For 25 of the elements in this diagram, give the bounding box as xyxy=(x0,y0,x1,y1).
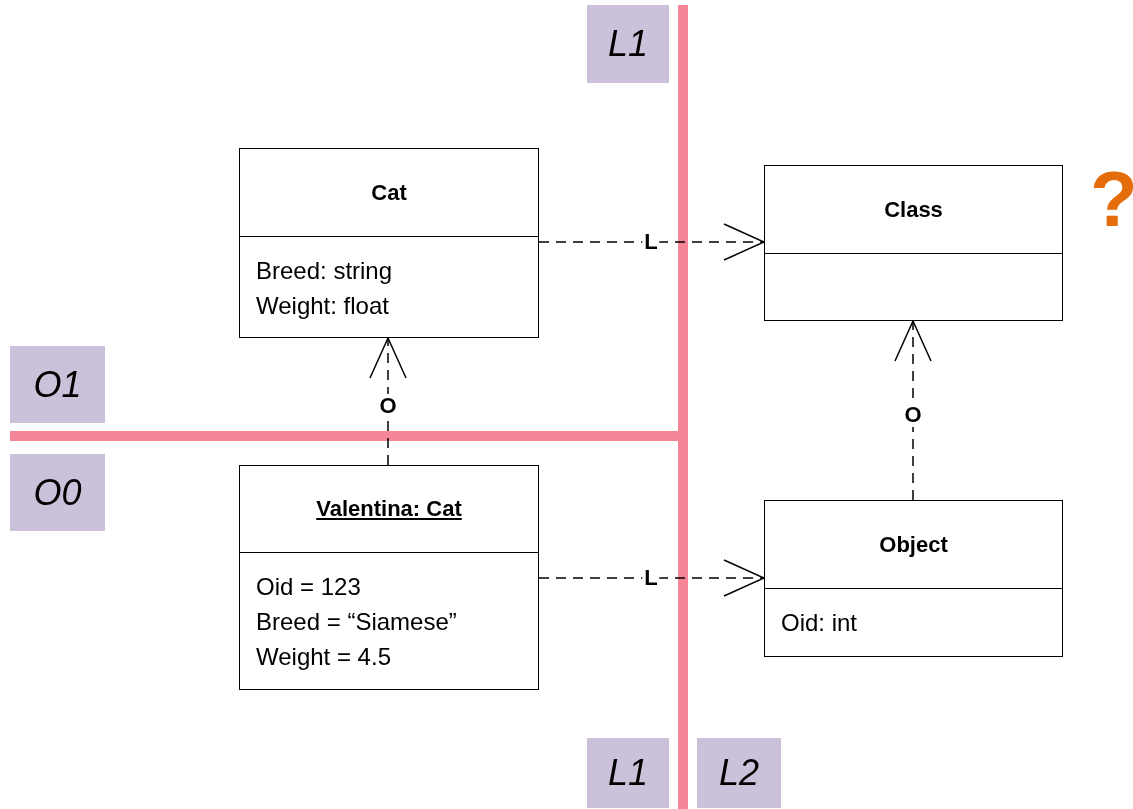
class-box xyxy=(764,500,1063,657)
class-box xyxy=(764,165,1063,321)
dependency-arrow xyxy=(538,559,765,597)
class-name: Cat xyxy=(371,179,407,206)
attribute-list: Oid = 123 xyxy=(256,569,522,604)
attribute-list: Oid: int xyxy=(781,605,1046,640)
attribute-list: Weight: float xyxy=(256,288,522,323)
level-tag: L2 xyxy=(697,738,781,808)
class-name: Object xyxy=(879,531,948,558)
level-tag: L1 xyxy=(587,5,669,83)
level-tag: L1 xyxy=(587,738,669,808)
attribute-list: Breed: string xyxy=(256,253,522,288)
dependency-arrow xyxy=(369,337,407,466)
dependency-arrow xyxy=(538,223,765,261)
level-tag: O1 xyxy=(10,346,105,423)
class-name: Valentina: Cat xyxy=(316,496,462,522)
dependency-arrow xyxy=(894,320,932,501)
class-box xyxy=(239,148,539,338)
class-box xyxy=(239,465,539,690)
question-mark: ? xyxy=(1090,160,1133,238)
class-name: Class xyxy=(884,196,943,223)
edge-label: O xyxy=(902,402,924,427)
attribute-list: Weight = 4.5 xyxy=(256,639,522,674)
attribute-list: Breed = “Siamese” xyxy=(256,604,522,639)
level-tag: O0 xyxy=(10,454,105,531)
